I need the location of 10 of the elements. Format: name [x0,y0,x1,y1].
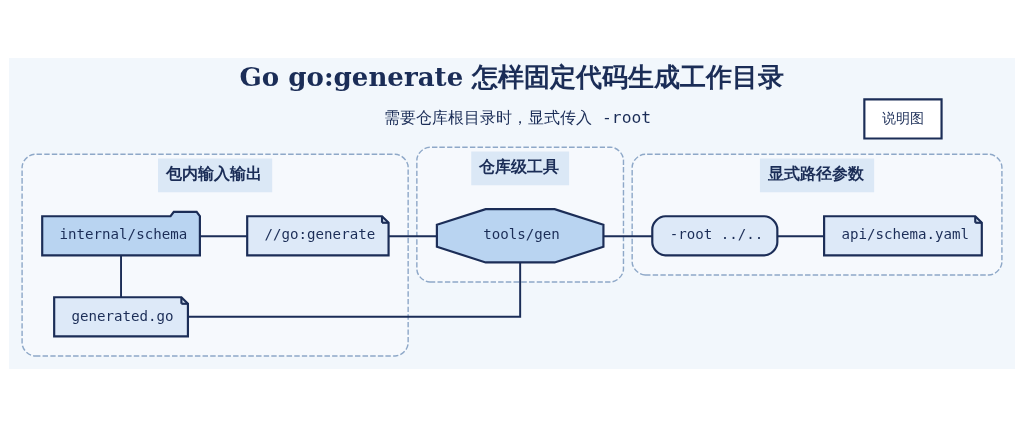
connector [602,235,654,238]
connector [199,235,248,238]
diagram-title: Go go:generate 怎样固定代码生成工作目录 [239,62,785,93]
node-box: -root ../.. [651,215,779,257]
connector [187,261,522,318]
connector [120,254,123,299]
connector [776,235,825,238]
label: 需要仓库根目录时，显式传入 -root [384,107,652,127]
node-box: 说明图 [863,98,943,140]
connector [387,235,438,238]
